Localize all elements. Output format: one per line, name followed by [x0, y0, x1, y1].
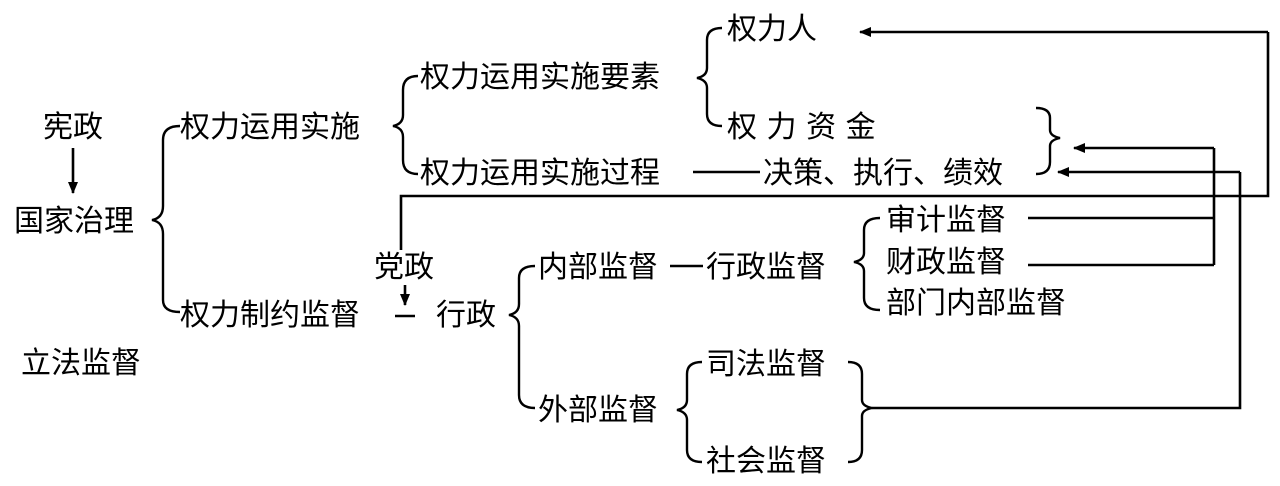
guojia-bracket — [151, 124, 181, 314]
yunyong-yaosu-label: 权力运用实施要素 — [420, 60, 660, 95]
shenji-jiandu-label: 审计监督 — [886, 203, 1006, 238]
yaosu-bracket — [696, 26, 723, 128]
bumen-neibu-jiandu-label: 部门内部监督 — [886, 286, 1066, 321]
dangzheng-label: 党政 — [374, 250, 434, 285]
sifa-shehui-right-bracket — [847, 360, 873, 464]
dangzheng-feedback-line — [399, 32, 1270, 250]
sifa-jiandu-label: 司法监督 — [706, 347, 826, 382]
waibu-bracket — [676, 360, 703, 464]
xingzheng-label: 行政 — [436, 298, 496, 333]
juece-zhixing-jixiao-label: 决策、执行、绩效 — [763, 156, 1003, 191]
quanli-zhiyue-jiandu-label: 权力制约监督 — [180, 298, 360, 333]
caizheng-jiandu-label: 财政监督 — [886, 245, 1006, 280]
shehui-jiandu-label: 社会监督 — [706, 444, 826, 479]
xingzheng-bracket — [508, 264, 536, 410]
waibu-jiandu-label: 外部监督 — [538, 393, 658, 428]
quanli-yunyong-shishi-label: 权力运用实施 — [180, 110, 360, 145]
yunyong-guocheng-label: 权力运用实施过程 — [420, 156, 660, 191]
xingzheng-jiandu-label: 行政监督 — [706, 250, 826, 285]
xianzheng-label: 宪政 — [43, 110, 103, 145]
lifa-jiandu-label: 立法监督 — [21, 346, 141, 381]
guojia-zhili-label: 国家治理 — [14, 204, 134, 239]
zijin-right-bracket — [1035, 106, 1061, 176]
neibu-jiandu-label: 内部监督 — [538, 250, 658, 285]
quanli-zijin-label: 权 力 资 金 — [727, 110, 876, 145]
quanliren-label: 权力人 — [727, 12, 817, 47]
shishi-bracket — [392, 74, 419, 176]
waibu-feedback-line — [872, 172, 1242, 410]
xingzheng-jiandu-bracket — [853, 216, 881, 312]
